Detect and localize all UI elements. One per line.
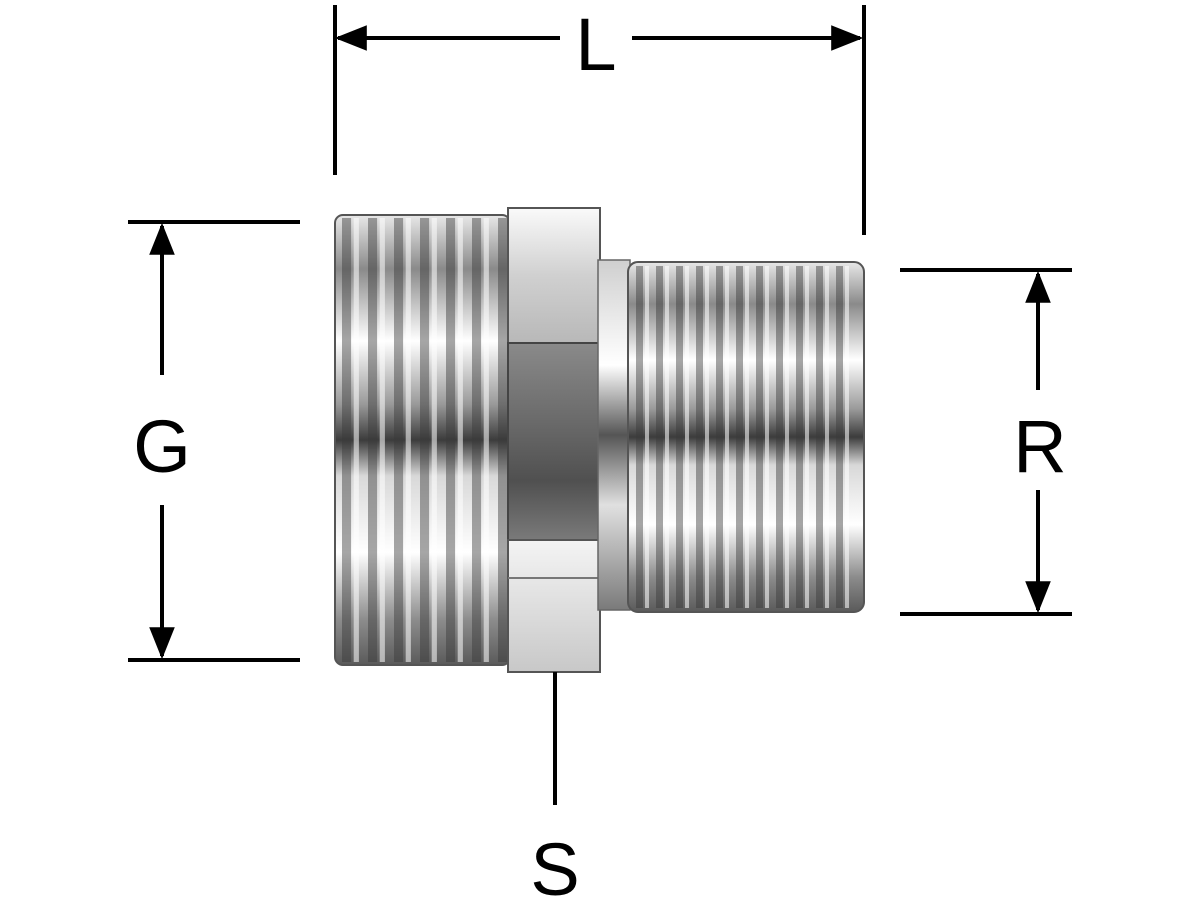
thread-groove — [676, 266, 683, 608]
label-wrench-size: S — [530, 828, 579, 900]
thread-crest — [705, 266, 709, 608]
thread-groove — [736, 266, 743, 608]
thread-crest — [483, 218, 489, 662]
thread-crest — [825, 266, 829, 608]
thread-crest — [431, 218, 437, 662]
thread-groove — [342, 218, 352, 662]
thread-crest — [457, 218, 463, 662]
thread-groove — [656, 266, 663, 608]
large-thread-end — [334, 214, 515, 666]
small-thread-end — [627, 261, 865, 613]
thread-crest — [645, 266, 649, 608]
dimension-thread-large: G — [128, 220, 300, 662]
thread-groove — [696, 266, 703, 608]
thread-crest — [745, 266, 749, 608]
neck-collar — [597, 259, 631, 611]
thread-crest — [379, 218, 385, 662]
thread-groove — [472, 218, 482, 662]
thread-groove — [796, 266, 803, 608]
label-thread-large: G — [133, 405, 191, 488]
thread-groove — [368, 218, 378, 662]
thread-groove — [636, 266, 643, 608]
thread-crest — [405, 218, 411, 662]
thread-groove — [498, 218, 508, 662]
label-thread-small: R — [1013, 405, 1066, 488]
dimension-length: L — [333, 3, 866, 235]
thread-groove — [816, 266, 823, 608]
thread-crest — [353, 218, 359, 662]
thread-crest — [845, 266, 849, 608]
thread-groove — [446, 218, 456, 662]
thread-groove — [836, 266, 843, 608]
dimension-wrench-size: S — [530, 672, 580, 900]
thread-crest — [785, 266, 789, 608]
thread-crest — [685, 266, 689, 608]
thread-groove — [756, 266, 763, 608]
thread-crest — [765, 266, 769, 608]
thread-groove — [420, 218, 430, 662]
hex-nut — [507, 207, 601, 673]
large-thread-ridges — [342, 218, 515, 662]
label-length: L — [575, 3, 616, 86]
dimension-thread-small: R — [900, 268, 1072, 616]
thread-groove — [776, 266, 783, 608]
thread-crest — [665, 266, 669, 608]
thread-crest — [725, 266, 729, 608]
thread-groove — [716, 266, 723, 608]
thread-crest — [805, 266, 809, 608]
thread-groove — [394, 218, 404, 662]
small-thread-ridges — [636, 266, 849, 608]
